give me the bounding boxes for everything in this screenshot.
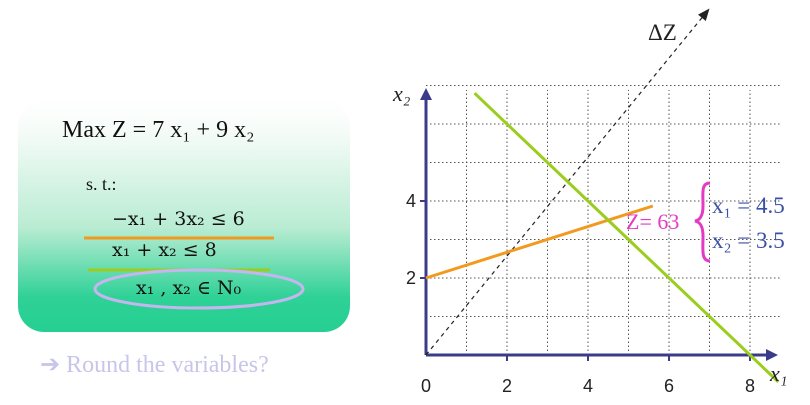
y-tick-label: 4 [406,191,416,211]
constraint-1: −x₁ + 3x₂ ≤ 6 [112,208,245,230]
gradient-label: ΔZ [648,20,677,45]
constraint-2: x₁ + x₂ ≤ 8 [112,239,217,261]
optimal-z-label: Z= 63 [626,209,680,234]
y-tick-label: 2 [406,268,416,288]
solution-brace [694,181,711,263]
integrality-constraint: x₁ , x₂ ∈ N₀ [136,277,242,299]
solution-x2: x₂ = 3.5 [712,228,785,253]
model-box [18,100,350,332]
x-axis-arrow [766,349,778,361]
solution-x1: x₁ = 4.5 [712,193,785,218]
x-axis-label: x₁ [769,361,787,386]
x-tick-label: 2 [502,376,512,396]
round-variables-hint: ➔ Round the variables? [40,352,269,378]
integrality-circle [93,268,305,310]
objective-function: Max Z = 7 x₁ + 9 x₂ [62,117,255,143]
y-axis-arrow [420,88,432,100]
subject-to-label: s. t.: [86,174,117,194]
x-tick-label: 8 [745,376,755,396]
constraint-2-line [473,92,780,384]
gradient-arrowhead [698,8,710,21]
x-tick-label: 0 [421,376,431,396]
objective-gradient-line [425,8,710,356]
axis-ticks: 0 2 4 6 8 2 4 [406,191,755,396]
constraint-1-line [425,204,654,280]
x-tick-label: 4 [583,376,593,396]
x-tick-label: 6 [664,376,674,396]
graph-grid [426,85,780,355]
y-axis-label: x₂ [392,81,411,106]
